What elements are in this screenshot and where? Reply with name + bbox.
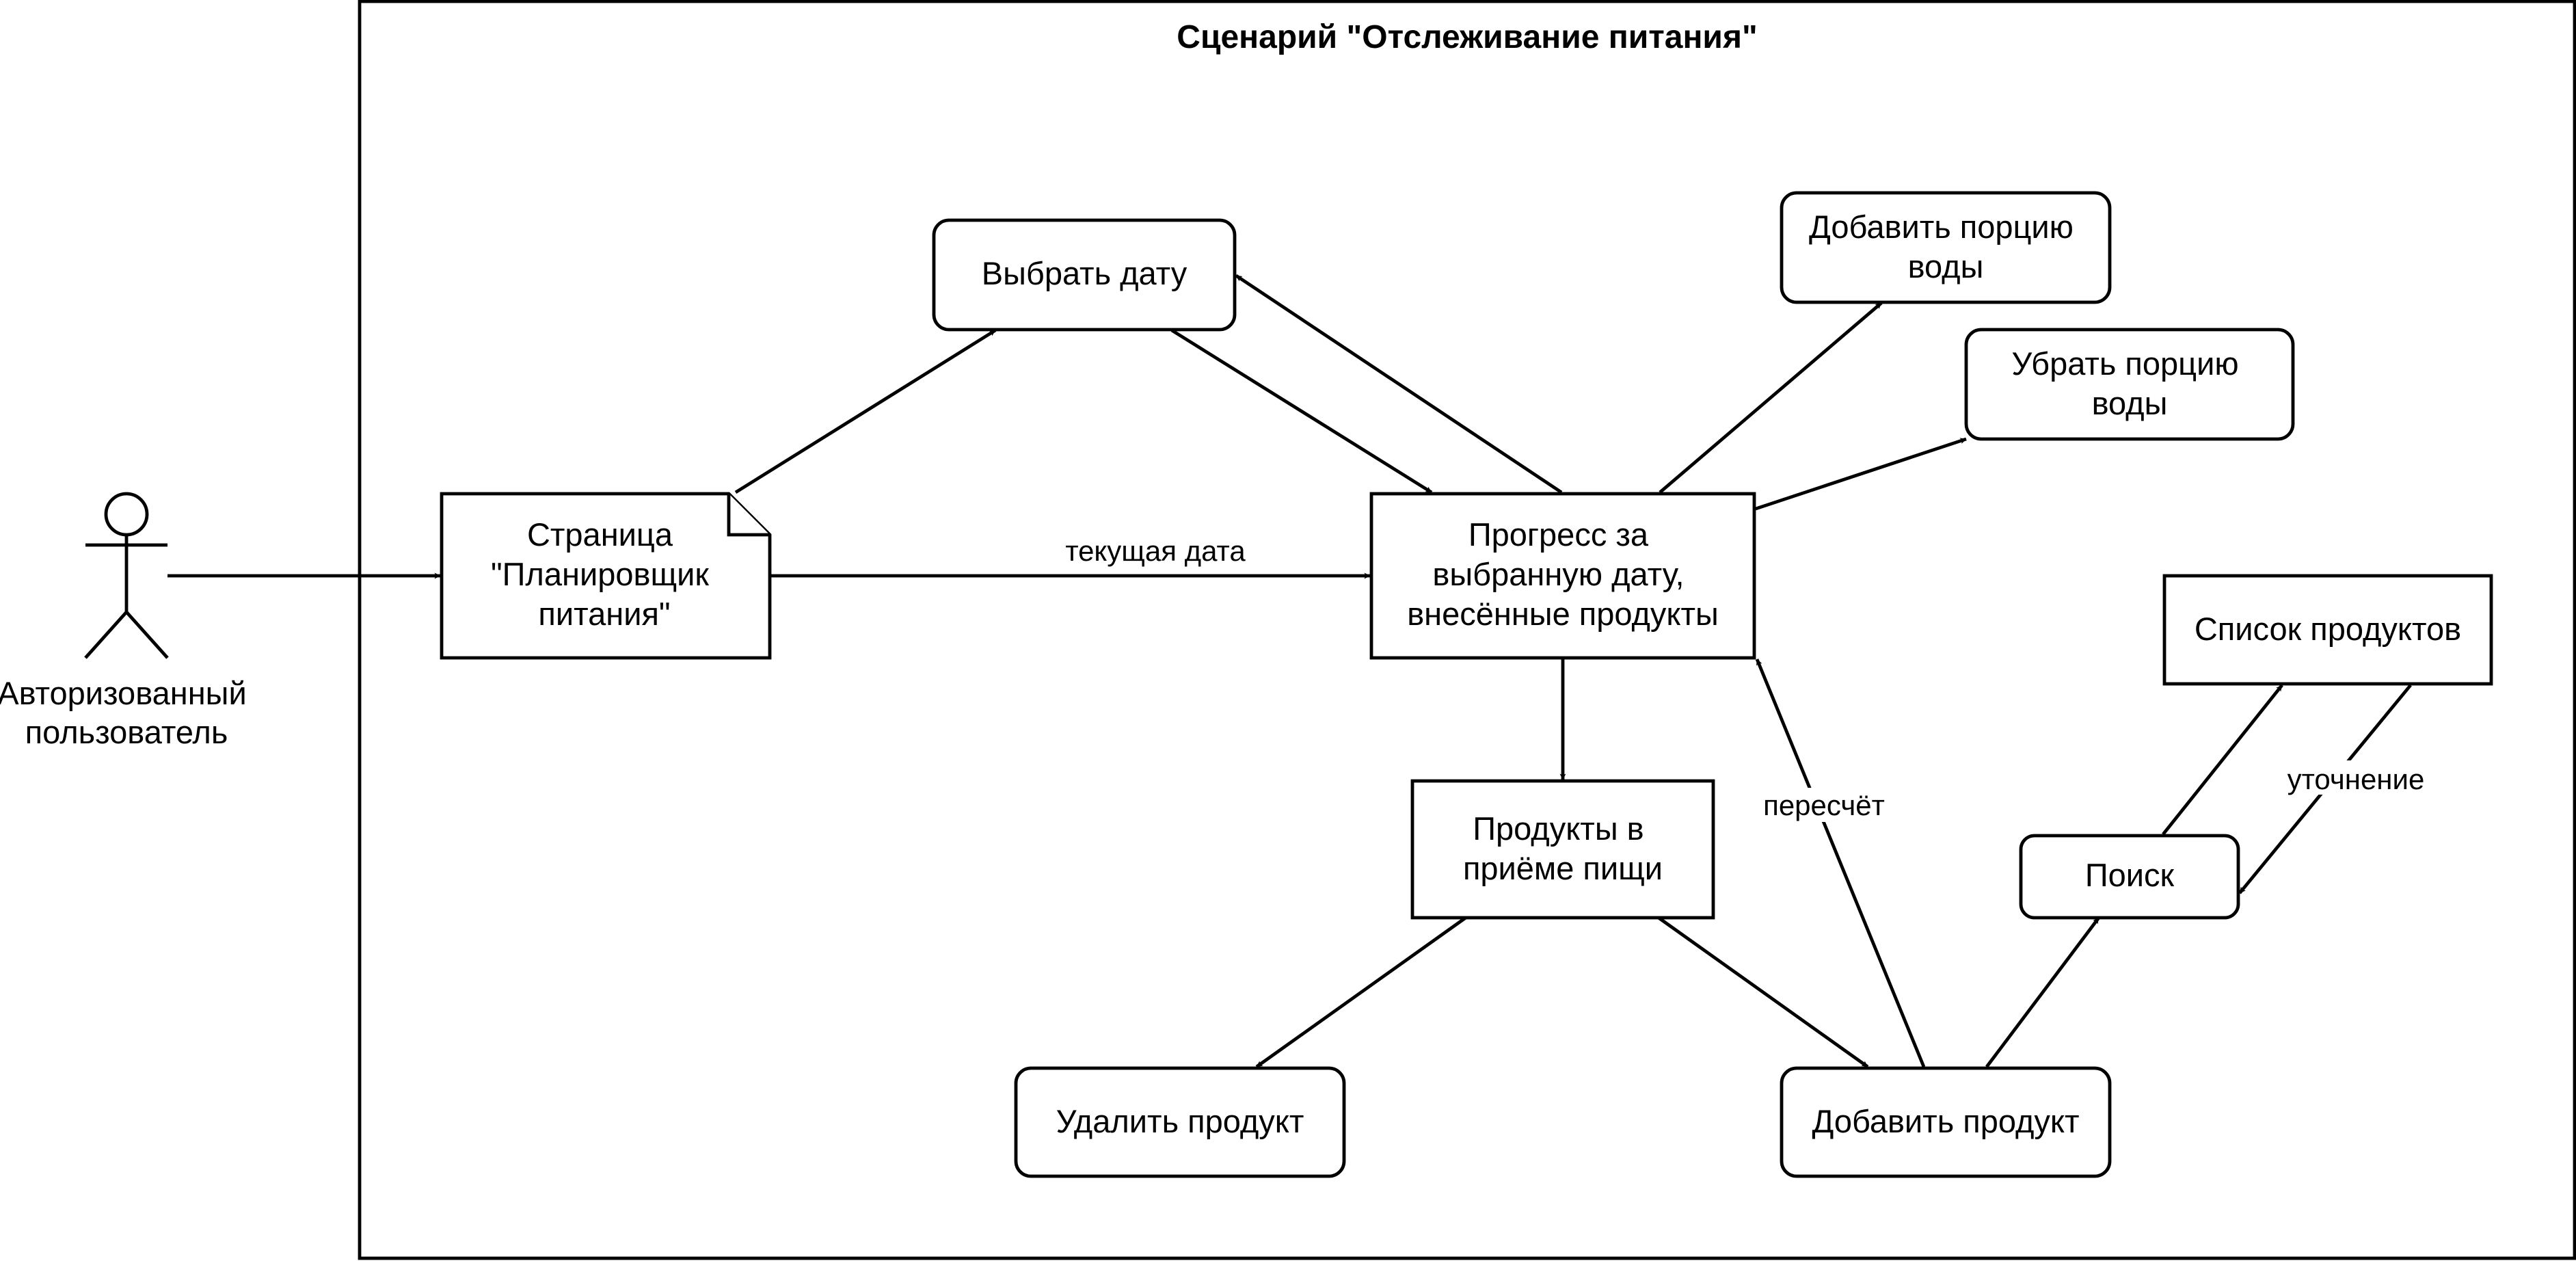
edge-progress-to-select-date (1235, 274, 1563, 494)
node-label-line: питания" (538, 596, 670, 632)
edge-label-recalc: пересчёт (1753, 788, 1885, 822)
node-label: Добавить продукт (1812, 1103, 2079, 1139)
node-label: Продукты в приёме пищи (1463, 810, 1663, 886)
node-label: Прогресс за выбранную дату, внесённые пр… (1407, 516, 1719, 632)
edge-label-refine-text: уточнение (2287, 763, 2425, 795)
edge-add-product-to-progress (1755, 659, 1926, 1067)
node-label: Добавить порцию воды (1809, 209, 2082, 284)
node-label-line: "Планировщик (491, 556, 709, 592)
node-label-line: воды (1908, 248, 1984, 284)
node-label-line: Продукты в (1473, 810, 1643, 847)
edge-label-refine: уточнение (2282, 760, 2430, 795)
folded-corner-icon (727, 494, 770, 537)
scenario-boundary (358, 0, 2576, 1260)
node-meal-products[interactable]: Продукты в приёме пищи (1410, 779, 1715, 920)
node-label-line: приёме пищи (1463, 850, 1663, 886)
node-label: Страница "Планировщик питания" (491, 516, 718, 632)
node-planner-page[interactable]: Страница "Планировщик питания" (440, 492, 772, 660)
node-delete-product[interactable]: Удалить продукт (1014, 1066, 1346, 1178)
node-label-line: воды (2092, 385, 2168, 421)
actor-label-line: Авторизованный (0, 675, 247, 711)
node-label: Убрать порцию воды (2011, 345, 2247, 421)
node-search[interactable]: Поиск (2019, 834, 2240, 920)
edge-progress-to-remove-water (1755, 437, 1967, 511)
edge-label-current-date: текущая дата (1053, 531, 1246, 567)
node-select-date[interactable]: Выбрать дату (932, 218, 1237, 332)
scenario-title: Сценарий "Отслеживание питания" (1177, 19, 1757, 55)
edge-meal-to-delete-product (1255, 916, 1467, 1068)
edge-search-to-product-list (2162, 684, 2283, 836)
actor-authorized-user[interactable]: Авторизованный пользователь (0, 492, 256, 750)
document-shape (440, 492, 772, 660)
edge-progress-to-add-water (1659, 302, 1883, 494)
node-label-line: Прогресс за (1468, 516, 1649, 553)
edge-meal-to-add-product (1657, 916, 1869, 1068)
actor-label-line: пользователь (25, 714, 228, 750)
node-label-line: Убрать порцию (2011, 345, 2238, 382)
node-label-line: Добавить порцию (1809, 209, 2074, 245)
node-label: Удалить продукт (1056, 1103, 1304, 1139)
stick-figure-icon (84, 492, 169, 659)
node-label: Поиск (2085, 857, 2175, 893)
node-add-product[interactable]: Добавить продукт (1780, 1066, 2112, 1178)
node-product-list[interactable]: Список продуктов (2162, 574, 2493, 686)
node-label: Выбрать дату (982, 255, 1188, 291)
node-label-line: внесённые продукты (1407, 596, 1719, 632)
node-remove-water[interactable]: Убрать порцию воды (1964, 328, 2295, 441)
edge-label-recalc-text: пересчёт (1763, 789, 1885, 821)
node-label: Список продуктов (2195, 611, 2461, 647)
edge-select-date-to-progress (1170, 328, 1433, 494)
edge-add-product-to-search (1985, 916, 2100, 1068)
node-label-line: выбранную дату, (1432, 556, 1684, 592)
edges (167, 274, 2412, 1068)
node-label-line: Страница (527, 516, 673, 553)
actor-label: Авторизованный пользователь (0, 675, 256, 750)
edge-label-current-date-text: текущая дата (1065, 535, 1246, 567)
node-progress[interactable]: Прогресс за выбранную дату, внесённые пр… (1369, 492, 1756, 660)
node-add-water[interactable]: Добавить порцию воды (1780, 191, 2112, 304)
edge-page-to-select-date (734, 328, 997, 494)
